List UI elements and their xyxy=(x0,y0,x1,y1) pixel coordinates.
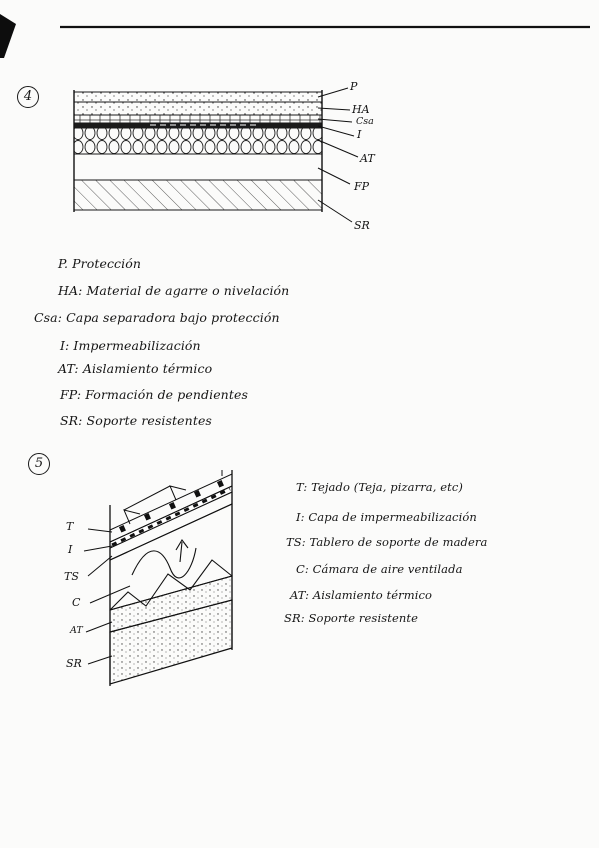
tag-i: I xyxy=(357,128,362,141)
tag-sr-5: SR xyxy=(66,657,82,670)
tag-fp: FP xyxy=(354,180,370,193)
section-4-number: 4 xyxy=(17,86,39,108)
tag-sr: SR xyxy=(354,219,370,232)
tag-csa: Csa xyxy=(356,116,374,127)
tag-p: P xyxy=(350,80,358,93)
tag-at: AT xyxy=(360,152,375,165)
tag-t: T xyxy=(66,520,74,533)
legend-item-fp: FP: Formación de pendientes xyxy=(60,387,248,402)
section-5-number: 5 xyxy=(28,453,50,475)
legend-item-c: C: Cámara de aire ventilada xyxy=(296,562,463,576)
legend-item-at-5: AT: Aislamiento térmico xyxy=(290,588,433,602)
tag-i-5: I xyxy=(68,543,73,556)
legend-item-at: AT: Aislamiento térmico xyxy=(58,361,213,376)
legend-item-ts: TS: Tablero de soporte de madera xyxy=(286,535,488,549)
legend-item-i: I: Impermeabilización xyxy=(60,338,201,353)
legend-item-p: P. Protección xyxy=(58,256,142,271)
legend-item-i-5: I: Capa de impermeabilización xyxy=(296,510,477,524)
legend-item-sr: SR: Soporte resistentes xyxy=(60,413,212,428)
tag-ts: TS xyxy=(64,570,79,583)
tag-ha: HA xyxy=(352,103,370,116)
legend-item-csa: Csa: Capa separadora bajo protección xyxy=(34,310,280,325)
legend-item-sr-5: SR: Soporte resistente xyxy=(284,611,418,625)
legend-item-t: T: Tejado (Teja, pizarra, etc) xyxy=(296,480,464,494)
legend-item-ha: HA: Material de agarre o nivelación xyxy=(58,283,290,298)
tag-at-5: AT xyxy=(70,625,83,636)
tag-c: C xyxy=(72,596,81,609)
